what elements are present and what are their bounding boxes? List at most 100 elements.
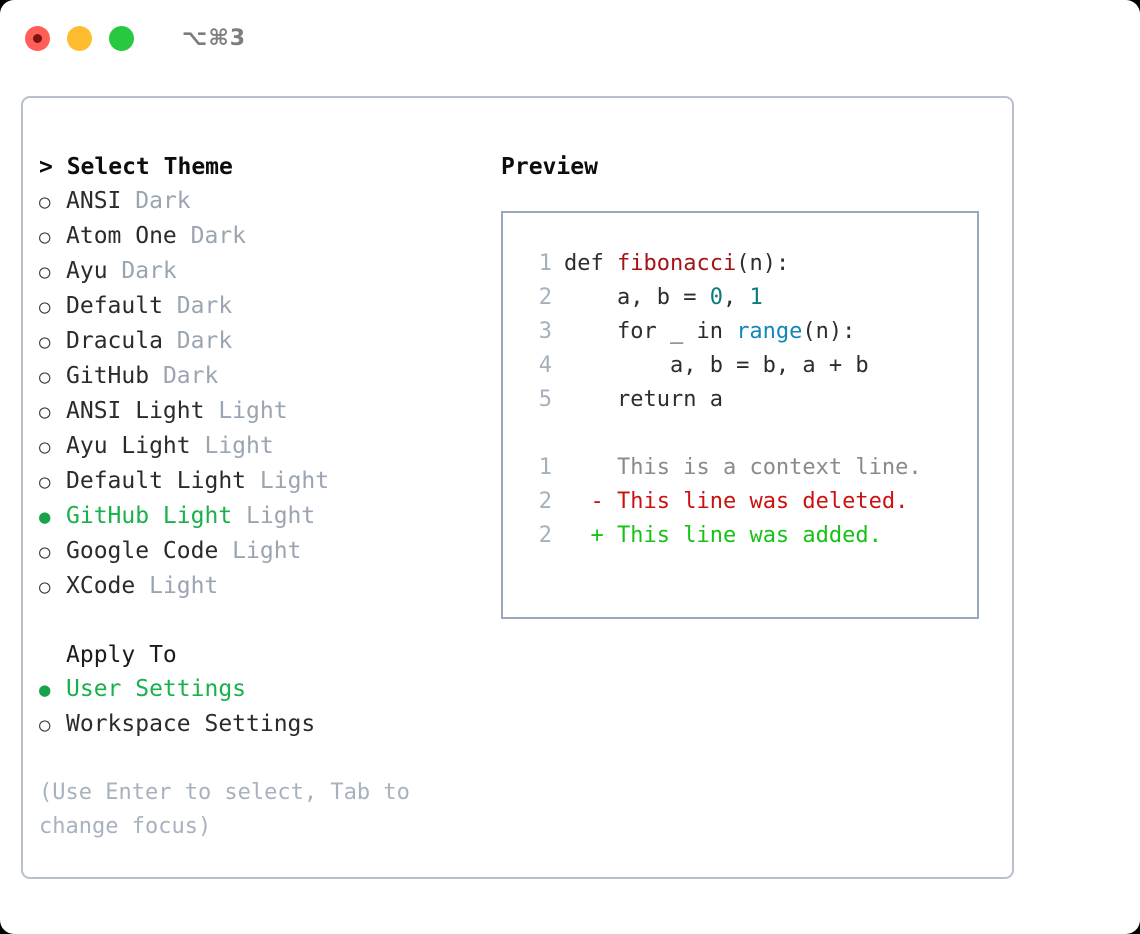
code-line-number: 2 [538,285,552,310]
theme-item-ayu-light[interactable]: ○Ayu Light Light [39,429,494,464]
theme-item-label: Dracula [66,328,177,354]
code-token: a, b = b, a + b [564,353,869,378]
radio-unselected-icon: ○ [39,331,51,353]
select-theme-header: > Select Theme [39,154,233,180]
radio-unselected-icon: ○ [39,226,51,248]
code-token: for _ in [564,319,737,344]
diff-line-text: This is a context line. [603,455,922,480]
code-token: (n): [736,251,790,276]
apply-to-option-user-settings[interactable]: ● User Settings [39,672,494,707]
diff-marker: + [564,523,604,548]
theme-item-variant: Light [232,538,302,564]
code-line-number: 4 [538,353,552,378]
code-line-number: 1 [538,251,552,276]
theme-item-xcode[interactable]: ○ XCode Light [39,569,494,604]
content-panel: > Select Theme ○ANSI Dark○Atom One Dark○… [21,96,1014,879]
diff-marker: - [564,489,604,514]
close-icon [33,33,42,43]
theme-item-label: ANSI Light [66,398,219,424]
diff-line-number: 2 [538,489,552,514]
radio-unselected-icon: ○ [39,471,51,493]
theme-item-label: Default Light [66,468,260,494]
theme-item-default-light[interactable]: ○Default Light Light [39,464,494,499]
code-line: 1 def fibonacci(n): [503,247,977,281]
code-token: , [722,285,750,310]
theme-item-google-code[interactable]: ○ Google Code Light [39,534,494,569]
apply-to-option-label: User Settings [66,676,247,702]
radio-unselected-icon: ○ [39,296,51,318]
theme-item-github-light[interactable]: ● GitHub Light Light [39,499,494,534]
close-button[interactable] [25,25,50,51]
code-line: 2 a, b = 0, 1 [503,281,977,315]
code-token: 0 [709,285,723,310]
code-token: range [736,319,803,344]
code-token: a, b = [564,285,710,310]
code-line-content: for _ in range(n): [564,315,855,349]
theme-item-ansi[interactable]: ○ANSI Dark [39,184,494,219]
diff-snippet: 1 This is a context line.2 - This line w… [503,451,977,553]
theme-item-label: GitHub Light [66,503,247,529]
theme-item-default[interactable]: ○ Default Dark [39,289,494,324]
title-bar: ⌥⌘3 [0,0,1140,76]
radio-unselected-icon: ○ [39,576,51,598]
code-token: fibonacci [616,251,737,276]
theme-item-label: Google Code [66,538,233,564]
radio-unselected-icon: ○ [39,401,51,423]
maximize-button[interactable] [109,25,134,51]
theme-item-variant: Light [149,573,219,599]
code-line-content: a, b = 0, 1 [564,281,763,315]
code-token: return a [564,387,723,412]
theme-item-variant: Light [246,503,316,529]
radio-selected-icon: ● [39,506,51,528]
radio-unselected-icon: ○ [39,366,51,388]
theme-item-dracula[interactable]: ○ Dracula Dark [39,324,494,359]
window-controls [25,25,134,51]
radio-unselected-icon: ○ [39,191,51,213]
theme-item-label: Atom One [66,223,191,249]
code-line: 5 return a [503,383,977,417]
theme-selector-column: > Select Theme ○ANSI Dark○Atom One Dark○… [39,150,494,844]
theme-item-variant: Light [218,398,288,424]
theme-item-variant: Light [204,433,274,459]
theme-item-variant: Dark [176,293,233,319]
code-line-content: def fibonacci(n): [564,247,789,281]
theme-item-atom-one[interactable]: ○ Atom One Dark [39,219,494,254]
code-line: 3 for _ in range(n): [503,315,977,349]
minimize-button[interactable] [67,25,92,51]
code-line-number: 3 [538,319,552,344]
theme-item-label: Ayu [66,258,122,284]
theme-item-variant: Dark [190,223,247,249]
apply-to-option-workspace-settings[interactable]: ○Workspace Settings [39,707,494,742]
theme-item-github[interactable]: ○GitHub Dark [39,359,494,394]
theme-item-ansi-light[interactable]: ○ ANSI Light Light [39,394,494,429]
diff-line-text: This line was added. [603,523,882,548]
diff-line-del: 2 - This line was deleted. [503,485,977,519]
diff-line-text: This line was deleted. [603,489,909,514]
code-token: def [564,251,617,276]
diff-marker [564,451,604,485]
diff-line-add: 2 + This line was added. [503,519,977,553]
diff-line-ctx: 1 This is a context line. [503,451,977,485]
theme-item-label: XCode [66,573,150,599]
theme-item-variant: Dark [121,258,177,284]
theme-item-variant: Dark [176,328,233,354]
radio-unselected-icon: ○ [39,541,51,563]
apply-to-option-label: Workspace Settings [66,711,316,737]
theme-list[interactable]: ○ ANSI Dark ○ Atom One Dark ○ Ayu Dark ○ Defaul… [39,184,494,604]
preview-title: Preview [501,154,598,180]
radio-selected-icon: ● [39,679,51,701]
theme-item-label: ANSI [66,188,136,214]
theme-item-label: Ayu Light [66,433,205,459]
code-diff-separator [503,417,977,451]
theme-item-label: Default [66,293,177,319]
code-line: 4 a, b = b, a + b [503,349,977,383]
keyboard-shortcut-label: ⌥⌘3 [182,25,247,51]
apply-to-list[interactable]: ● User Settings ○Workspace Settings [39,672,494,742]
list-spacer [39,604,494,638]
theme-item-ayu[interactable]: ○ Ayu Dark [39,254,494,289]
diff-line-number: 1 [538,455,552,480]
radio-unselected-icon: ○ [39,261,51,283]
